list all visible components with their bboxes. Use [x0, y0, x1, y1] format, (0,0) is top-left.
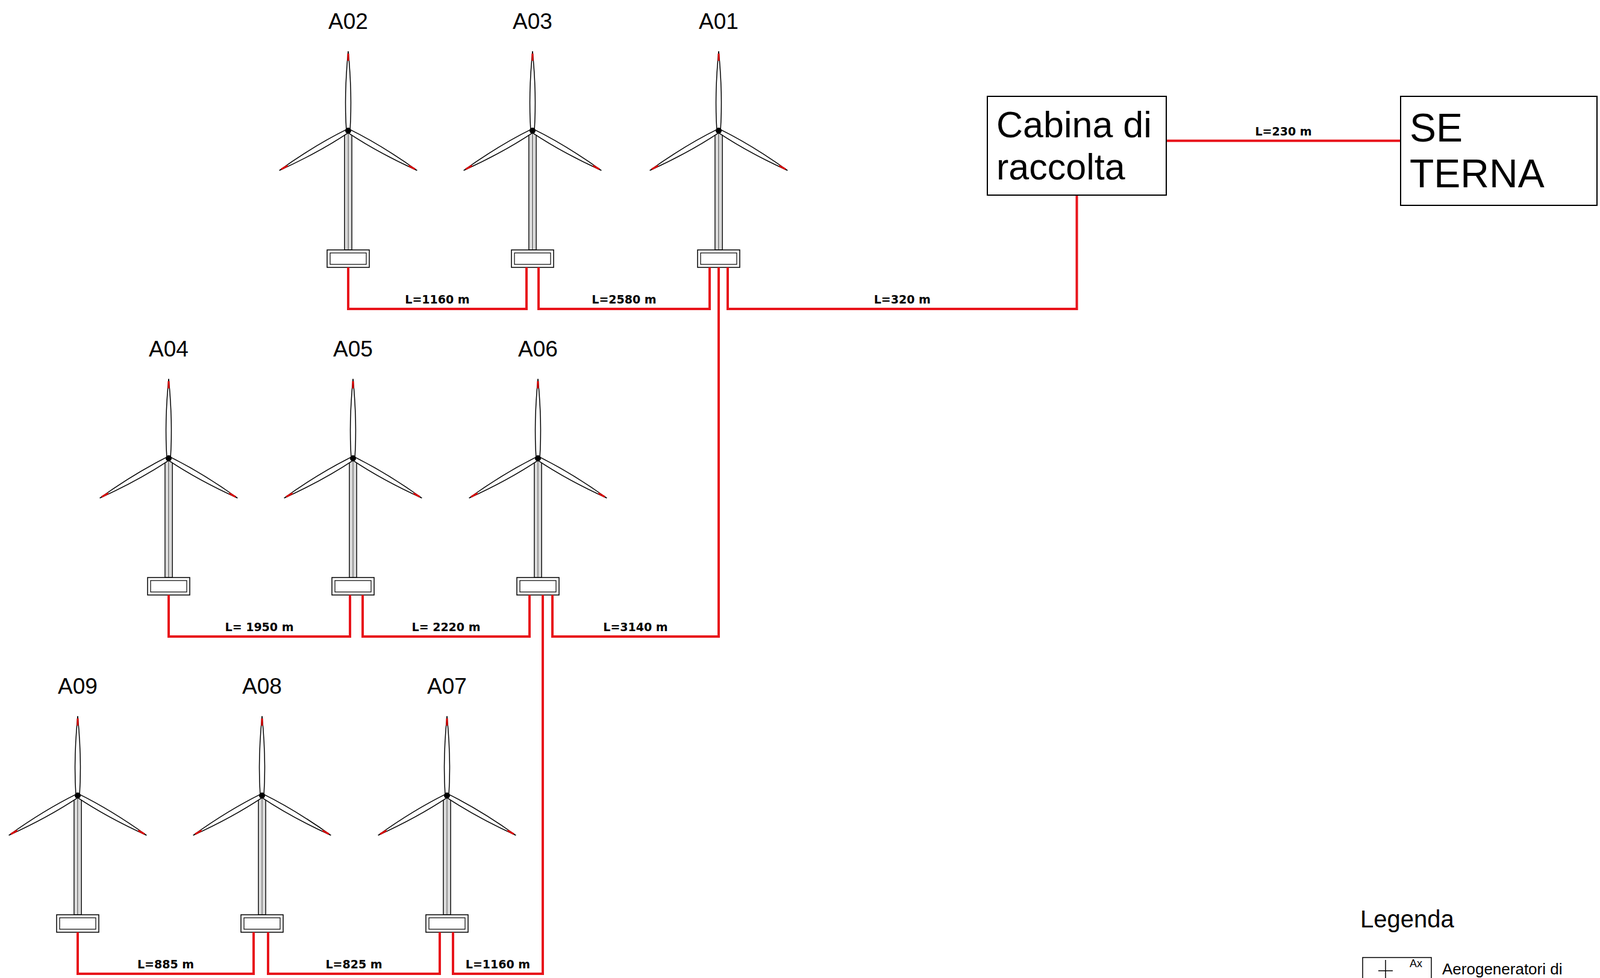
turbine-symbol	[282, 378, 423, 596]
turbine-label: A04	[126, 336, 211, 363]
cable-length: L=3140 m	[601, 620, 670, 634]
turbine-label: A01	[676, 8, 761, 35]
cable-line	[727, 195, 1078, 310]
station-box: Cabina di raccolta	[986, 95, 1167, 196]
cable-length: L=320 m	[872, 292, 933, 307]
station-label: SE TERNA	[1409, 105, 1588, 197]
cable-length: L=1160 m	[403, 292, 472, 307]
turbine-symbol	[7, 716, 148, 933]
cable-length: L= 2220 m	[410, 620, 483, 634]
turbine-label: A07	[404, 673, 490, 700]
turbine-label: A06	[495, 336, 581, 363]
legend-symbol-label: Ax	[1409, 957, 1423, 971]
station-box: SE TERNA	[1400, 95, 1598, 207]
turbine-symbol	[191, 716, 332, 933]
cable-length: L=1160 m	[463, 957, 532, 972]
turbine-symbol	[467, 378, 608, 596]
cable-length: L=230 m	[1253, 124, 1314, 138]
turbine-label: A03	[490, 8, 575, 35]
wind-turbine: A02	[306, 8, 391, 268]
turbine-symbol	[98, 378, 239, 596]
cable-line	[453, 595, 543, 975]
wind-turbine: A09	[35, 673, 120, 933]
wind-turbine: A04	[126, 336, 211, 596]
station-label: Cabina di raccolta	[996, 103, 1158, 188]
cable-line	[77, 932, 254, 975]
cable-line	[362, 595, 530, 637]
legend-symbol-box	[1362, 957, 1432, 978]
cable-line	[348, 267, 527, 310]
wind-turbine: A06	[495, 336, 581, 596]
turbine-label: A02	[306, 8, 391, 35]
cable-line	[168, 595, 350, 637]
turbine-label: A05	[310, 336, 396, 363]
cable-line	[538, 267, 710, 310]
cable-length: L=825 m	[323, 957, 384, 972]
wind-turbine: A08	[219, 673, 305, 933]
turbine-label: A09	[35, 673, 120, 700]
turbine-symbol	[277, 51, 419, 268]
cable-length: L=2580 m	[589, 292, 658, 307]
cable-line	[1166, 139, 1400, 143]
turbine-symbol	[376, 716, 517, 933]
legend-symbol	[1378, 970, 1393, 972]
turbine-symbol	[648, 51, 789, 268]
legend-text: Aerogeneratori di	[1442, 960, 1563, 978]
cable-line	[268, 932, 440, 975]
legend-title: Legenda	[1360, 906, 1455, 934]
cable-length: L= 1950 m	[223, 620, 296, 634]
cable-line	[552, 267, 719, 637]
wind-turbine: A05	[310, 336, 396, 596]
cable-length: L=885 m	[135, 957, 196, 972]
wind-turbine: A01	[676, 8, 761, 268]
legend-symbol	[1384, 960, 1387, 978]
wind-turbine: A07	[404, 673, 490, 933]
turbine-symbol	[462, 51, 603, 268]
wind-turbine: A03	[490, 8, 575, 268]
turbine-label: A08	[219, 673, 305, 700]
